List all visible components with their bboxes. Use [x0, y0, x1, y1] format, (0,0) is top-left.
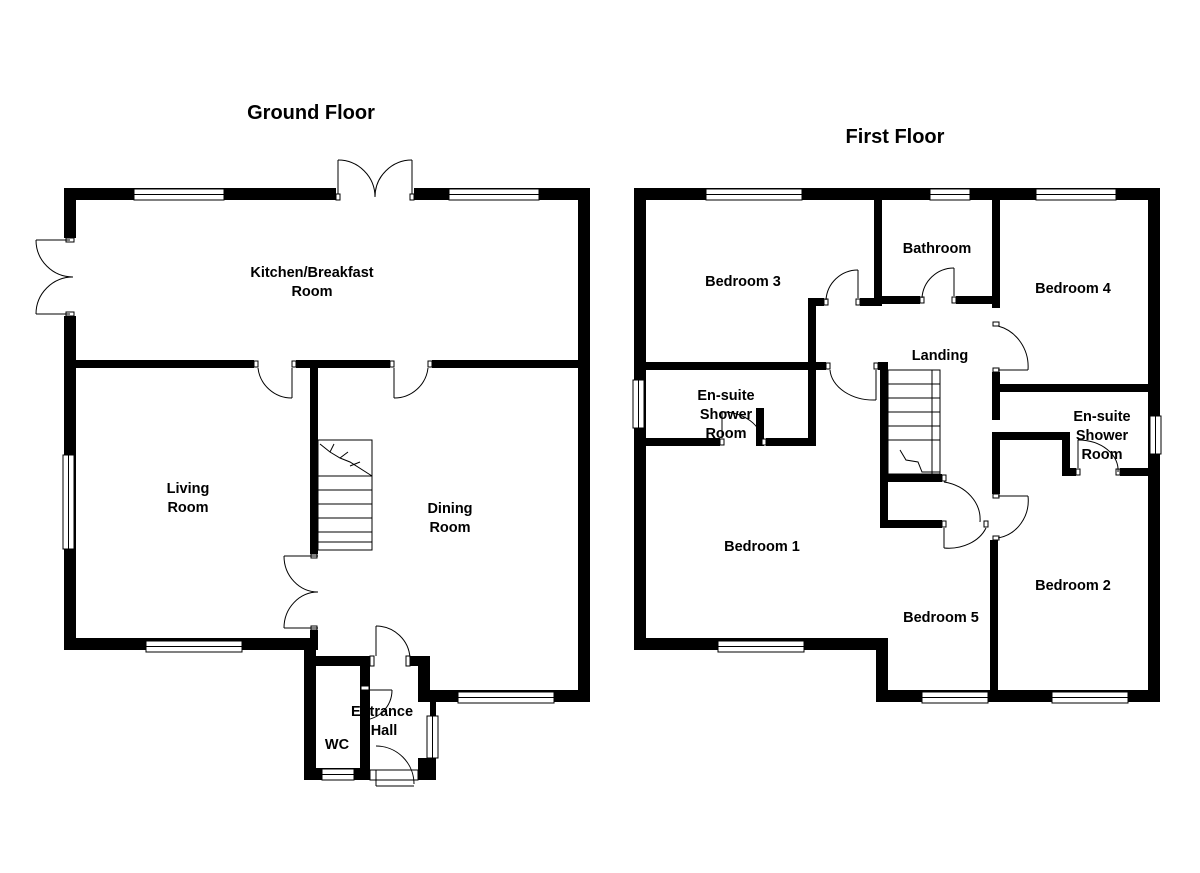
room-label-kitchen-line2: Room: [291, 284, 332, 300]
room-label-dining: Dining: [427, 501, 472, 517]
door-icon: [253, 360, 297, 399]
room-label-ensuite-2-line3: Room: [1081, 447, 1122, 463]
window-icon: [145, 640, 243, 653]
window-icon: [717, 640, 805, 653]
window-icon: [1051, 691, 1129, 704]
window-icon: [426, 715, 439, 759]
room-label-bathroom: Bathroom: [903, 241, 971, 257]
room-label-bedroom-3: Bedroom 3: [705, 274, 781, 290]
room-label-ensuite-1: En-suite: [697, 388, 754, 404]
first-floor-doors: [719, 267, 1121, 549]
window-icon: [929, 188, 971, 201]
window-icon: [62, 454, 75, 550]
ground-floor-stairs: [317, 439, 373, 551]
door-icon: [992, 493, 1029, 541]
ground-floor: Ground Floor: [35, 102, 590, 787]
french-door-icon: [35, 237, 75, 317]
ground-floor-doors: [35, 159, 433, 787]
room-label-entrance: Entrance: [351, 704, 413, 720]
window-icon: [1035, 188, 1117, 201]
window-icon: [133, 188, 225, 201]
door-icon: [992, 321, 1029, 373]
room-label-kitchen: Kitchen/Breakfast: [250, 265, 373, 281]
window-icon: [921, 691, 989, 704]
window-icon: [632, 379, 645, 429]
room-label-bedroom-4: Bedroom 4: [1035, 281, 1111, 297]
first-floor-walls: [634, 188, 1160, 702]
door-icon: [825, 362, 879, 401]
first-floor-stairs: [887, 369, 941, 475]
window-icon: [1149, 415, 1162, 455]
ground-floor-title: Ground Floor: [247, 102, 375, 124]
door-icon: [823, 269, 861, 306]
room-label-dining-line2: Room: [429, 520, 470, 536]
french-door-icon: [335, 159, 415, 201]
first-floor: First Floor: [632, 126, 1162, 704]
room-label-ensuite-2: En-suite: [1073, 409, 1130, 425]
first-floor-title: First Floor: [846, 126, 945, 148]
window-icon: [457, 691, 555, 704]
room-label-ensuite-2-line2: Shower: [1076, 428, 1129, 444]
window-icon: [448, 188, 540, 201]
door-icon: [389, 360, 433, 399]
room-label-bedroom-2: Bedroom 2: [1035, 578, 1111, 594]
room-label-wc: WC: [325, 737, 350, 753]
door-icon: [919, 267, 957, 304]
room-label-ensuite-1-line3: Room: [705, 426, 746, 442]
room-label-bedroom-5: Bedroom 5: [903, 610, 979, 626]
door-icon: [719, 411, 767, 446]
french-door-icon: [283, 553, 319, 631]
ground-floor-labels: Kitchen/Breakfast Room Living Room Dinin…: [167, 265, 473, 753]
door-icon: [369, 625, 411, 667]
door-icon: [369, 745, 419, 787]
room-label-entrance-line2: Hall: [371, 723, 398, 739]
door-icon: [360, 685, 393, 721]
ground-floor-windows: [62, 188, 555, 781]
window-icon: [705, 188, 803, 201]
door-icon: [1075, 439, 1121, 476]
room-label-living: Living: [167, 481, 210, 497]
door-icon: [941, 474, 989, 549]
room-label-landing: Landing: [912, 348, 968, 364]
first-floor-windows: [632, 188, 1162, 704]
window-icon: [321, 768, 355, 781]
room-label-bedroom-1: Bedroom 1: [724, 539, 800, 555]
first-floor-labels: Bedroom 3 Bathroom Bedroom 4 Landing En-…: [697, 241, 1130, 626]
room-label-living-line2: Room: [167, 500, 208, 516]
room-label-ensuite-1-line2: Shower: [700, 407, 753, 423]
